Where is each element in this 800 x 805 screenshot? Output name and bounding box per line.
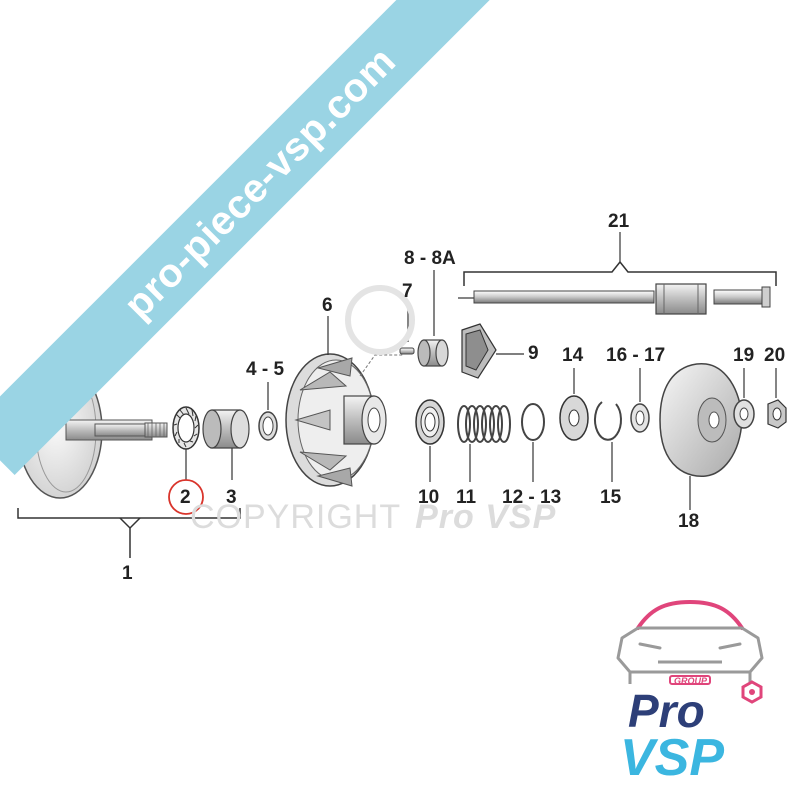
part-19-washer	[733, 368, 755, 429]
label-part-10: 10	[418, 487, 440, 508]
label-part-15: 15	[600, 487, 622, 508]
car-outline-icon	[616, 599, 764, 685]
label-part-11: 11	[456, 487, 477, 508]
label-part-16-17: 16 - 17	[606, 345, 666, 366]
label-part-18: 18	[678, 511, 700, 532]
part-4-5-ring	[258, 382, 278, 441]
part-2-needle-bearing	[172, 406, 200, 480]
logo-vsp-text: VSP	[620, 729, 725, 787]
part-21-tool-set	[458, 232, 777, 315]
label-part-20: 20	[764, 345, 786, 366]
label-part-19: 19	[733, 345, 755, 366]
hex-nut-icon	[741, 680, 763, 704]
logo-group-text: GROUP	[674, 676, 708, 686]
pro-vsp-logo: GROUP Pro VSP	[600, 588, 780, 788]
copyright-watermark: COPYRIGHT Pro VSP	[190, 498, 556, 537]
watermark-text: COPYRIGHT	[190, 498, 402, 536]
part-3-bushing	[202, 409, 250, 480]
label-part-9: 9	[528, 343, 539, 364]
part-16-17-washer	[630, 368, 650, 433]
part-9-slider	[461, 323, 524, 379]
watermark-brand: Pro VSP	[415, 498, 557, 536]
label-part-4-5: 4 - 5	[246, 359, 285, 380]
logo-pro-text: Pro	[628, 685, 705, 737]
part-10-bearing	[415, 399, 445, 482]
label-part-6: 6	[322, 295, 333, 316]
label-part-8-8a: 8 - 8A	[404, 248, 456, 269]
label-part-1: 1	[122, 563, 133, 584]
part-12-13-washer	[521, 403, 545, 482]
part-18-cone	[659, 362, 743, 510]
label-part-12-13: 12 - 13	[502, 487, 562, 508]
label-part-3: 3	[226, 487, 237, 508]
part-6-moving-pulley	[285, 316, 404, 487]
copyright-circle	[345, 285, 415, 355]
label-part-21: 21	[608, 211, 630, 232]
part-8-8a-roller	[417, 270, 449, 367]
part-20-nut	[767, 368, 787, 429]
label-part-2: 2	[180, 487, 191, 508]
part-1-bracket	[17, 508, 241, 519]
part-15-circlip	[593, 401, 622, 482]
part-2-highlight-circle	[168, 479, 204, 515]
part-14-washer	[559, 368, 589, 441]
label-part-7: 7	[402, 281, 413, 302]
label-part-14: 14	[562, 345, 584, 366]
part-11-spring	[457, 405, 511, 482]
